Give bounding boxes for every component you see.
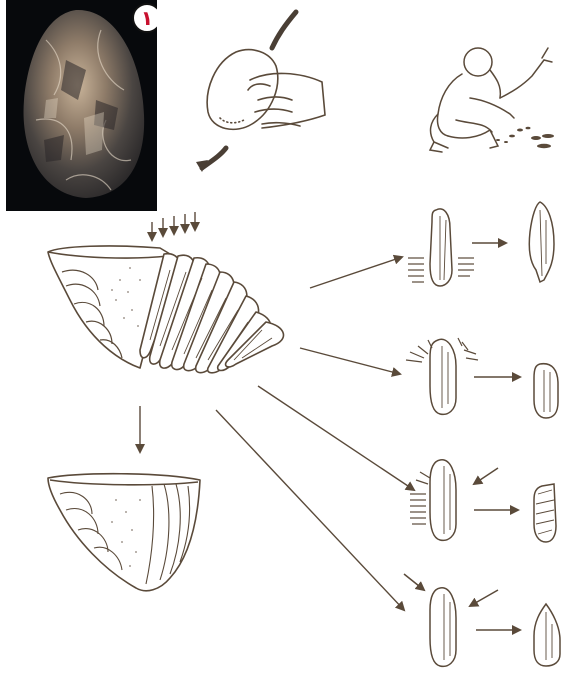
exhausted-core-icon (48, 474, 200, 591)
strike-arrows-icon (152, 212, 195, 240)
flint-core-with-blades-icon (48, 246, 283, 373)
blade-row-1 (408, 202, 554, 286)
crouching-knapper-icon (430, 48, 554, 152)
blade-row-2 (406, 338, 558, 418)
blade-row-3 (410, 460, 556, 542)
hammerstone-in-hand-icon (196, 12, 325, 172)
blade-row-4 (404, 574, 560, 666)
